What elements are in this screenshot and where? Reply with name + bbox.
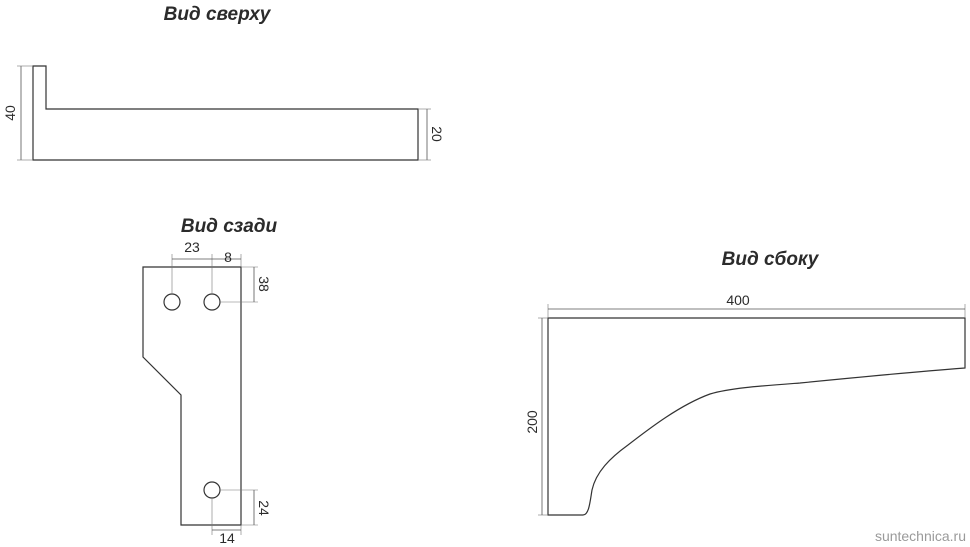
back-view-outline — [142, 266, 242, 526]
watermark: suntechnica.ru — [875, 528, 966, 544]
mount-hole-right — [203, 293, 221, 311]
back-dim-14-label: 14 — [219, 530, 235, 546]
mount-hole-bottom — [203, 481, 221, 499]
side-dim-400-label: 400 — [726, 292, 750, 308]
top-dim-20-label: 20 — [429, 126, 445, 142]
back-view: Вид сзади 23 8 38 24 14 — [142, 216, 278, 546]
back-view-title: Вид сзади — [181, 216, 278, 237]
back-dim-38-label: 38 — [256, 276, 272, 292]
top-view: Вид сверху 40 20 — [2, 4, 445, 161]
back-dim-23-label: 23 — [184, 239, 200, 255]
top-view-title: Вид сверху — [164, 4, 272, 25]
back-dim-24-label: 24 — [256, 500, 272, 516]
side-dim-200-label: 200 — [524, 410, 540, 434]
side-view-title: Вид сбоку — [722, 249, 820, 270]
top-view-outline — [32, 65, 419, 161]
side-view: Вид сбоку 400 200 — [524, 249, 966, 516]
top-dim-40-label: 40 — [2, 105, 18, 121]
mount-hole-left — [163, 293, 181, 311]
side-view-outline — [547, 317, 966, 516]
back-dim-8-label: 8 — [224, 249, 232, 265]
